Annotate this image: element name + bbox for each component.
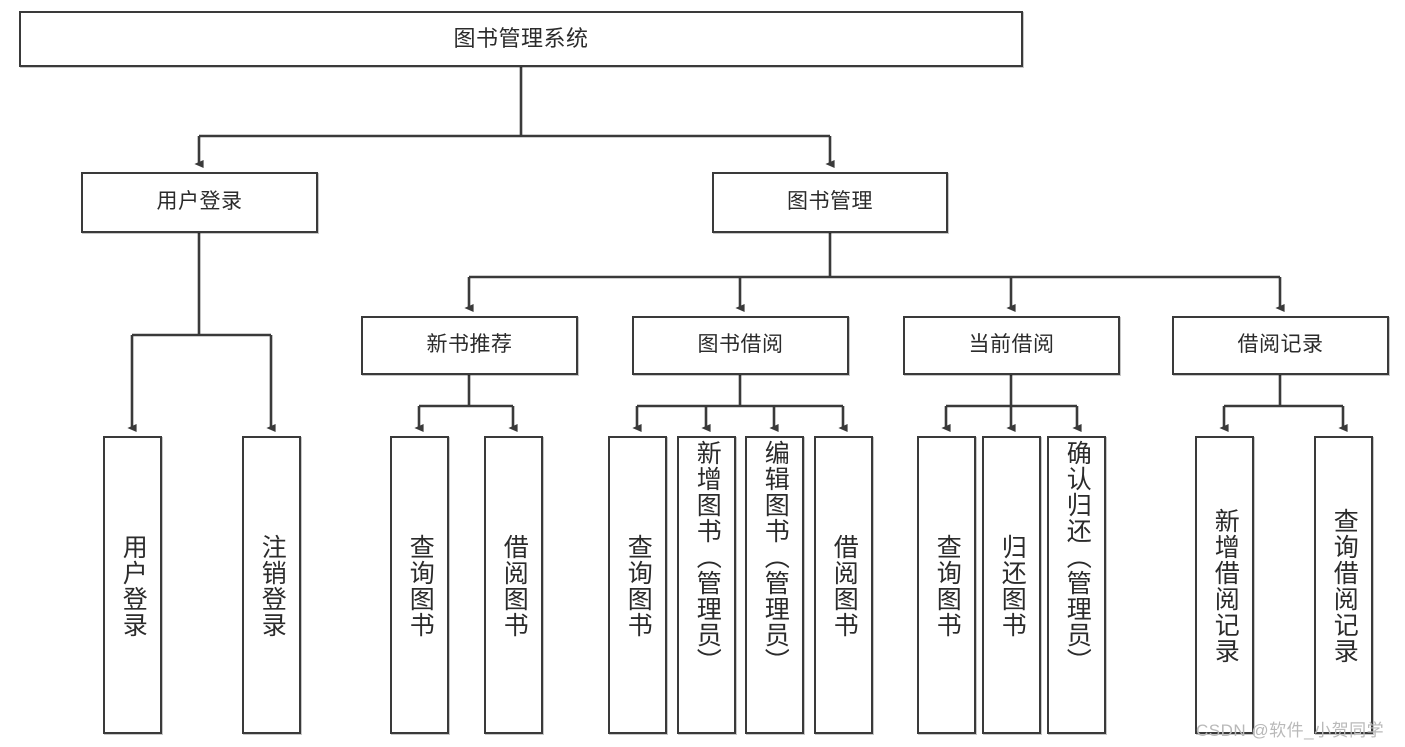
node-label: 编辑图书（管理员） bbox=[761, 440, 790, 674]
node-new-book-recommend[interactable]: 新书推荐 bbox=[361, 316, 578, 375]
node-label: 图书管理 bbox=[787, 190, 873, 214]
leaf-new-book-borrow-book[interactable]: 借阅图书 bbox=[484, 436, 543, 734]
leaf-book-borrow-add-book-admin[interactable]: 新增图书（管理员） bbox=[677, 436, 736, 734]
leaf-new-book-query-book[interactable]: 查询图书 bbox=[390, 436, 449, 734]
node-label: 查询图书 bbox=[406, 534, 435, 638]
node-current-borrow[interactable]: 当前借阅 bbox=[903, 316, 1120, 375]
node-label: 借阅图书 bbox=[830, 534, 859, 638]
node-label: 借阅图书 bbox=[500, 534, 529, 638]
node-label: 注销登录 bbox=[258, 534, 287, 638]
node-book-borrow[interactable]: 图书借阅 bbox=[632, 316, 849, 375]
leaf-user-login-logout[interactable]: 注销登录 bbox=[242, 436, 301, 734]
leaf-book-borrow-borrow-book[interactable]: 借阅图书 bbox=[814, 436, 873, 734]
node-label: 查询借阅记录 bbox=[1330, 508, 1359, 664]
leaf-current-borrow-confirm-return-admin[interactable]: 确认归还（管理员） bbox=[1047, 436, 1106, 734]
node-label: 新增图书（管理员） bbox=[693, 440, 722, 674]
node-label: 用户登录 bbox=[119, 534, 148, 638]
leaf-borrow-record-add-record[interactable]: 新增借阅记录 bbox=[1195, 436, 1254, 734]
node-label: 当前借阅 bbox=[968, 333, 1055, 357]
node-label: 图书管理系统 bbox=[453, 26, 589, 52]
leaf-current-borrow-query-book[interactable]: 查询图书 bbox=[917, 436, 976, 734]
node-label: 新增借阅记录 bbox=[1211, 508, 1240, 664]
node-user-login[interactable]: 用户登录 bbox=[81, 172, 318, 233]
node-borrow-record[interactable]: 借阅记录 bbox=[1172, 316, 1389, 375]
node-label: 归还图书 bbox=[998, 534, 1027, 638]
node-label: 用户登录 bbox=[156, 190, 243, 214]
node-root-book-management-system[interactable]: 图书管理系统 bbox=[19, 11, 1023, 67]
leaf-user-login-login[interactable]: 用户登录 bbox=[103, 436, 162, 734]
leaf-current-borrow-return-book[interactable]: 归还图书 bbox=[982, 436, 1041, 734]
node-label: 新书推荐 bbox=[426, 333, 513, 357]
leaf-book-borrow-edit-book-admin[interactable]: 编辑图书（管理员） bbox=[745, 436, 804, 734]
node-label: 查询图书 bbox=[933, 534, 962, 638]
node-label: 确认归还（管理员） bbox=[1063, 440, 1092, 674]
node-book-management[interactable]: 图书管理 bbox=[712, 172, 948, 233]
node-label: 图书借阅 bbox=[697, 333, 784, 357]
leaf-book-borrow-query-book[interactable]: 查询图书 bbox=[608, 436, 667, 734]
watermark-text: CSDN @软件_小贺同学 bbox=[1196, 721, 1385, 740]
node-label: 借阅记录 bbox=[1237, 333, 1324, 357]
node-label: 查询图书 bbox=[624, 534, 653, 638]
leaf-borrow-record-query-record[interactable]: 查询借阅记录 bbox=[1314, 436, 1373, 734]
